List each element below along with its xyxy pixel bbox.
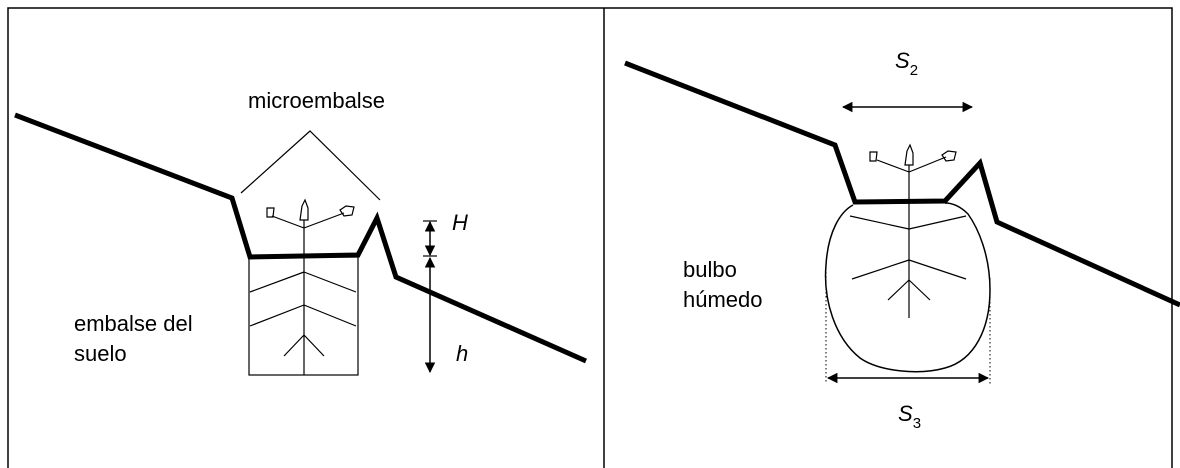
figure-frame xyxy=(7,7,1173,468)
label-S2: S2 xyxy=(895,48,918,79)
plant-icon xyxy=(249,198,357,375)
left-panel: microembalse H h embalse del suel xyxy=(14,88,588,376)
wet-bulb-outline xyxy=(824,202,991,373)
microembalse-pointer xyxy=(240,130,381,201)
ground-profile-left xyxy=(14,112,588,364)
label-S3: S3 xyxy=(898,401,921,432)
plant-icon-right xyxy=(849,143,967,318)
label-H: H xyxy=(452,210,468,235)
label-embalse-del-suelo-line1: embalse del xyxy=(74,311,193,336)
label-embalse-del-suelo-line2: suelo xyxy=(74,341,127,366)
label-bulbo-humedo-line1: bulbo xyxy=(683,257,737,282)
right-panel: S2 S3 bulbo húmedo xyxy=(624,48,1180,432)
label-bulbo-humedo-line2: húmedo xyxy=(683,287,763,312)
ground-profile-right xyxy=(624,60,1180,308)
label-h: h xyxy=(456,341,468,366)
label-microembalse: microembalse xyxy=(248,88,385,113)
